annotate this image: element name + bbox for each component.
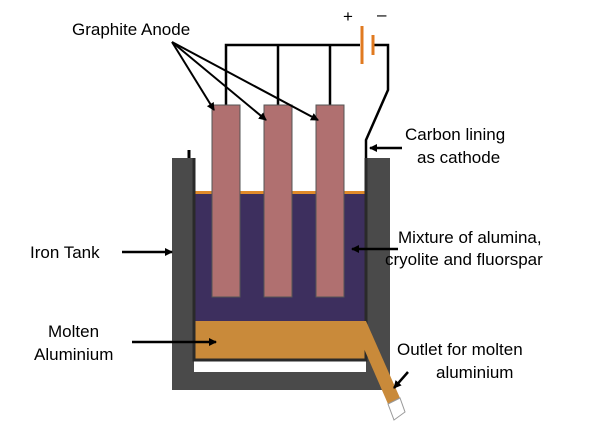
outlet-arrow xyxy=(393,371,409,389)
label-iron-tank: Iron Tank xyxy=(30,243,100,262)
battery-negative-label: – xyxy=(377,5,387,24)
graphite-anode-2 xyxy=(263,104,293,298)
label-mixture-line-1: Mixture of alumina, xyxy=(398,228,542,247)
graphite-anode-1 xyxy=(211,104,241,298)
outlet-pipe xyxy=(352,321,400,404)
circuit-wires xyxy=(224,43,390,158)
battery-positive-label: + xyxy=(343,7,353,26)
pointer-arrows xyxy=(122,41,409,389)
label-outlet-line-2: aluminium xyxy=(436,363,513,382)
label-carbon-lining-line-2: as cathode xyxy=(417,148,500,167)
anode-arrow-1 xyxy=(171,41,215,111)
label-molten-aluminium-line-1: Molten xyxy=(48,322,99,341)
label-molten-aluminium: Molten Aluminium xyxy=(34,322,113,364)
molten-aluminium-layer xyxy=(194,321,366,359)
label-outlet: Outlet for molten aluminium xyxy=(397,340,527,382)
battery-icon xyxy=(360,26,375,64)
carbon-lining-cathode xyxy=(192,158,368,362)
label-outlet-line-1: Outlet for molten xyxy=(397,340,523,359)
label-mixture-line-2: cryolite and fluorspar xyxy=(385,250,543,269)
outlet-tip xyxy=(387,397,406,421)
graphite-anode-3 xyxy=(315,104,345,298)
anode-arrow-3 xyxy=(171,41,319,121)
label-molten-aluminium-line-2: Aluminium xyxy=(34,345,113,364)
label-graphite-anode: Graphite Anode xyxy=(72,20,190,39)
label-carbon-lining: Carbon lining as cathode xyxy=(405,125,510,167)
anode-arrow-2 xyxy=(171,41,267,121)
label-carbon-lining-line-1: Carbon lining xyxy=(405,125,505,144)
label-mixture: Mixture of alumina, cryolite and fluorsp… xyxy=(385,228,546,269)
